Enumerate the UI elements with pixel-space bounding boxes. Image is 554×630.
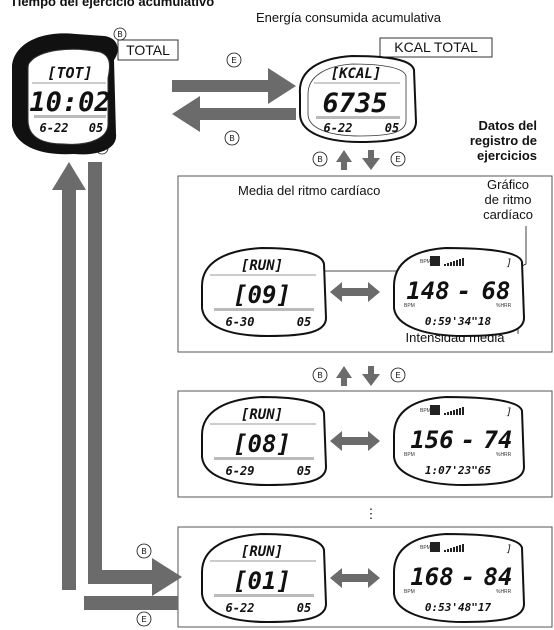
arrow-left-to-total (172, 96, 296, 132)
record-2-num: 05 (297, 464, 311, 478)
energy-caption: Energía consumida acumulativa (256, 10, 441, 25)
record-frame-2 (177, 390, 553, 498)
button-b-total: B (113, 27, 127, 41)
record-3-hr: 168 (410, 563, 453, 591)
svg-text:-: - (461, 426, 475, 454)
diagram-title: Tiempo del ejercicio acumulativo (10, 0, 215, 9)
datos-line-2: registro de (470, 133, 537, 148)
button-e-bottom: E (136, 611, 152, 627)
record-2-time: 1:07'23"65 (425, 464, 492, 477)
record-2-bpm-top: BPM (420, 408, 431, 414)
total-date: 6-22 (40, 121, 69, 135)
record-3-num: 05 (297, 601, 311, 615)
svg-text:B: B (141, 547, 146, 556)
record-3-bpm: BPM (404, 589, 415, 595)
grafico-line-1: Gráfico (487, 177, 529, 192)
record-1-intensity: 68 (482, 277, 511, 305)
svg-text:B: B (317, 371, 322, 380)
record-2-date: 6-29 (226, 464, 255, 478)
button-e-top: E (226, 52, 242, 68)
record-2-index: [08] (233, 430, 291, 458)
button-b-step-1: B (312, 151, 328, 167)
svg-text:B: B (317, 155, 322, 164)
record-3-mode: [RUN] (241, 544, 283, 560)
record-3-left: [RUN] [01] 6-22 05 (201, 532, 328, 624)
button-b-step-2: B (312, 367, 328, 383)
record-3-date: 6-22 (226, 601, 255, 615)
record-3-bpm-top: BPM (420, 545, 431, 551)
grafico-line-3: cardíaco (483, 207, 533, 222)
datos-line-1: Datos del (478, 118, 537, 133)
record-2-intensity: 74 (484, 426, 513, 454)
double-arrow-3 (330, 568, 380, 588)
svg-text:-: - (457, 277, 471, 305)
record-1-right: BPM ] 148 - 68 BPM %HRR 0:59'34"18 (393, 246, 526, 338)
arrow-return-bar (84, 596, 178, 610)
kcal-main: 6735 (322, 88, 387, 119)
kcal-num: 05 (385, 121, 399, 135)
record-3-intensity: 84 (484, 563, 513, 591)
record-2-right: BPM ] 156 - 74 BPM %HRR 1:07'23"65 (393, 395, 526, 487)
svg-text:]: ] (506, 544, 512, 555)
datos-line-3: ejercicios (477, 148, 537, 163)
record-3-pct: %HRR (496, 589, 512, 595)
record-1-mode: [RUN] (241, 258, 283, 274)
svg-text:]: ] (506, 407, 512, 418)
arrow-down-right-to-last (88, 162, 182, 596)
arrow-up-2 (336, 366, 352, 386)
svg-text:B: B (117, 30, 122, 39)
arrow-up-long (52, 162, 86, 590)
record-1-bpm: BPM (404, 303, 415, 309)
record-frame-1 (177, 175, 553, 353)
watch-total: [TOT] 10:02 6-22 05 (12, 33, 118, 155)
record-3-time: 0:53'48"17 (425, 601, 492, 614)
button-b-top: B (224, 130, 240, 146)
svg-text:E: E (395, 371, 400, 380)
record-3-right: BPM ] 168 - 84 BPM %HRR 0:53'48"17 (393, 532, 526, 624)
record-3-index: [01] (233, 567, 291, 595)
record-1-num: 05 (297, 315, 311, 329)
total-mode: [TOT] (47, 64, 92, 82)
record-2-pct: %HRR (496, 452, 512, 458)
button-e-step-1: E (390, 151, 406, 167)
kcal-date: 6-22 (324, 121, 353, 135)
record-1-pct: %HRR (496, 303, 512, 309)
record-2-hr: 156 (410, 426, 453, 454)
record-1-hr: 148 (406, 277, 449, 305)
svg-text:]: ] (506, 258, 512, 269)
button-b-bottom: B (136, 543, 152, 559)
svg-text:E: E (231, 56, 236, 65)
total-label-box (117, 39, 179, 61)
kcal-label-box (379, 37, 493, 58)
total-main: 10:02 (29, 87, 110, 118)
svg-text:B: B (229, 134, 234, 143)
record-1-time: 0:59'34"18 (425, 315, 492, 328)
record-2-bpm: BPM (404, 452, 415, 458)
record-1-bpm-top: BPM (420, 259, 431, 265)
total-num: 05 (89, 121, 103, 135)
total-label: TOTAL (126, 42, 170, 58)
svg-text:E: E (395, 155, 400, 164)
double-arrow-2 (330, 431, 380, 451)
record-2-left: [RUN] [08] 6-29 05 (201, 395, 328, 487)
svg-text:-: - (461, 563, 475, 591)
watch-kcal: [KCAL] 6735 6-22 05 (298, 54, 418, 144)
svg-text:E: E (141, 615, 146, 624)
arrow-up-1 (336, 150, 352, 170)
arrow-down-2 (362, 366, 380, 386)
record-2-mode: [RUN] (241, 407, 283, 423)
arrow-right-to-kcal (172, 68, 296, 104)
kcal-label: KCAL TOTAL (394, 39, 478, 55)
record-1-date: 6-30 (226, 315, 255, 329)
record-1-left: [RUN] [09] 6-30 05 (201, 246, 328, 338)
arrow-down-1 (362, 150, 380, 170)
kcal-mode: [KCAL] (331, 66, 382, 82)
record-1-index: [09] (233, 281, 291, 309)
grafico-line-2: de ritmo (485, 192, 532, 207)
ellipsis-dots: ⋮ (365, 506, 378, 521)
button-e-step-2: E (390, 367, 406, 383)
double-arrow-1 (330, 282, 380, 302)
media-ritmo-label: Media del ritmo cardíaco (238, 183, 380, 198)
